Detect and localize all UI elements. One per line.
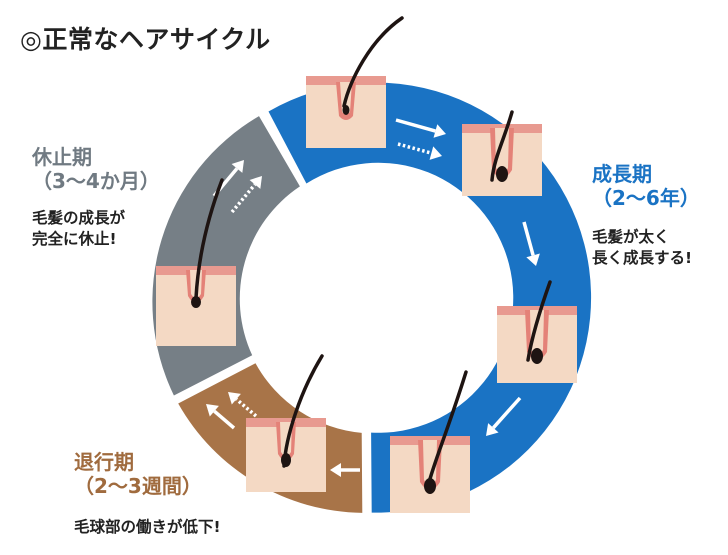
rest-phase-duration: （3〜4か月） xyxy=(32,169,160,193)
regression-phase-name: 退行期 xyxy=(74,450,134,474)
cycle-arrows xyxy=(206,118,540,477)
growth-phase-name: 成長期 xyxy=(592,162,652,186)
follicle-panel-new-growth xyxy=(306,16,404,148)
regression-phase-label: 退行期 （2〜3週間） xyxy=(74,450,202,498)
growth-phase-description: 毛髪が太く 長く成長する! xyxy=(592,227,692,269)
page-title: ◎正常なヘアサイクル xyxy=(20,25,271,54)
rest-phase-segment xyxy=(152,116,300,396)
arrow-growth-right-1 xyxy=(522,221,540,266)
arrow-growth-right-2 xyxy=(486,396,522,436)
growth-desc-line-2: 長く成長する! xyxy=(592,248,693,267)
follicle-panel-rest xyxy=(156,178,236,346)
follicle-panel-growth-1 xyxy=(462,110,542,196)
arrow-rest-dashed xyxy=(230,176,262,214)
growth-phase-duration: （2〜6年） xyxy=(592,186,700,210)
arrow-growth-top-solid xyxy=(395,118,446,138)
growth-desc-line-1: 毛髪が太く xyxy=(592,228,670,246)
follicle-panel-growth-3 xyxy=(390,370,470,513)
arrow-growth-top-dashed xyxy=(397,142,442,160)
arrow-regress-top-solid xyxy=(206,404,236,430)
regression-phase-description: 毛球部の働きが低下! xyxy=(74,517,221,538)
follicle-panel-growth-2 xyxy=(497,280,577,383)
follicle-illustrations xyxy=(156,16,577,513)
regression-phase-duration: （2〜3週間） xyxy=(74,474,202,498)
rest-phase-description: 毛髪の成長が 完全に休止! xyxy=(32,208,125,250)
rest-desc-line-1: 毛髪の成長が xyxy=(32,209,126,227)
follicle-panel-regression xyxy=(246,354,326,492)
arrow-regress-top-dashed xyxy=(228,392,258,418)
rest-phase-label: 休止期 （3〜4か月） xyxy=(32,145,160,193)
rest-desc-line-2: 完全に休止! xyxy=(32,229,117,248)
regression-desc-line-1: 毛球部の働きが低下! xyxy=(74,518,221,536)
rest-phase-name: 休止期 xyxy=(32,145,92,169)
growth-phase-label: 成長期 （2〜6年） xyxy=(592,162,700,210)
arrow-regress-solid xyxy=(330,463,360,477)
